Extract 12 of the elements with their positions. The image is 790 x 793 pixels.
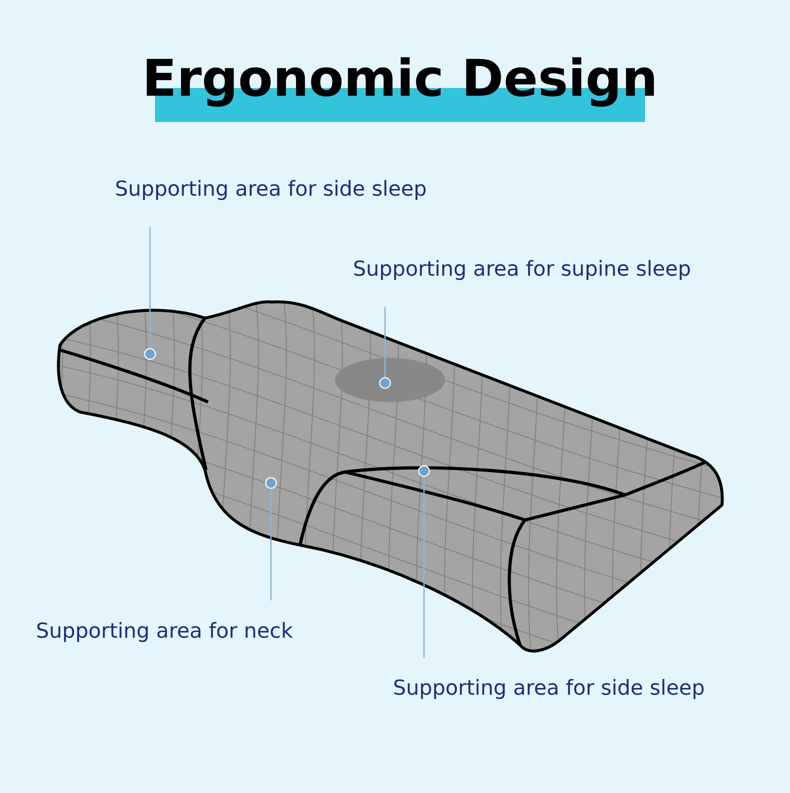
callout-label: Supporting area for neck	[37, 622, 293, 642]
callout-label: Supporting area for side sleep	[394, 679, 704, 700]
point-dot	[144, 348, 156, 360]
leader-line	[423, 476, 425, 658]
leader-line	[270, 488, 272, 600]
callout-label: Supporting area for supine sleep	[354, 260, 690, 280]
leader-line	[149, 226, 151, 348]
point-dot	[265, 477, 277, 489]
leader-line	[384, 306, 386, 378]
point-dot	[418, 465, 430, 477]
callout-label: Supporting area for side sleep	[116, 180, 426, 200]
point-dot	[379, 377, 391, 389]
